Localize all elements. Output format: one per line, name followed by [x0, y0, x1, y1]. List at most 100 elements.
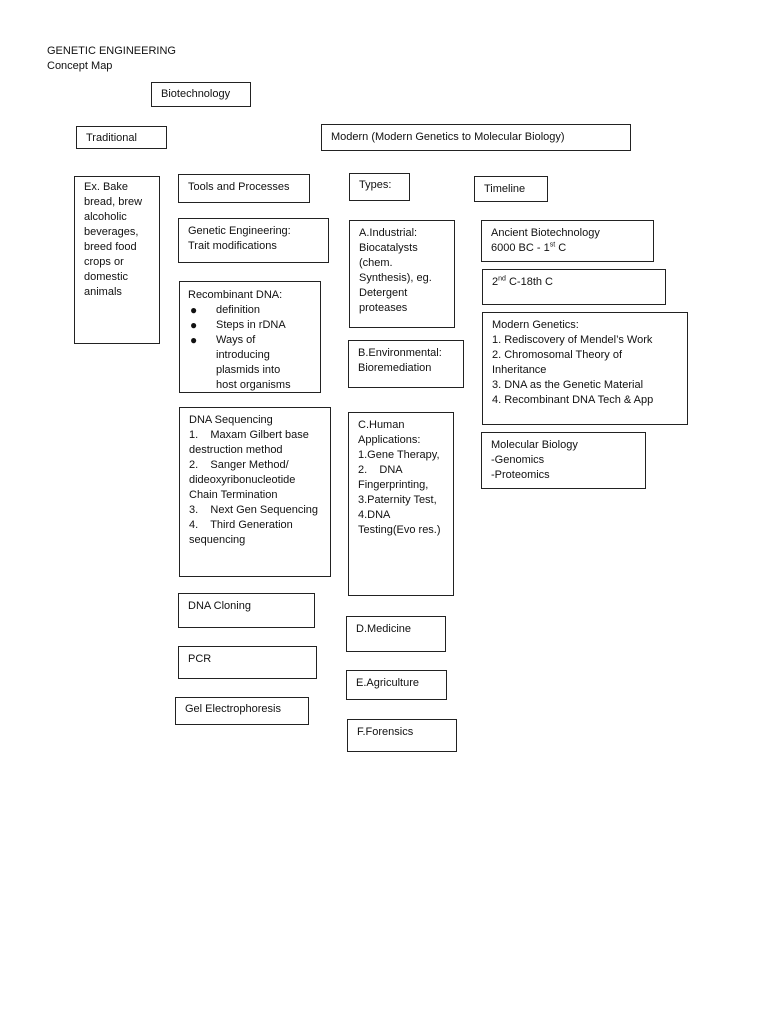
gel-electrophoresis-box: Gel Electrophoresis — [175, 697, 309, 725]
text-line: Chain Termination — [189, 489, 278, 501]
modern-box: Modern (Modern Genetics to Molecular Bio… — [321, 124, 631, 151]
text-line: Trait modifications — [188, 240, 277, 252]
pcr-box: PCR — [178, 646, 317, 679]
text-line: 4.DNA — [358, 509, 391, 521]
agriculture-box: E.Agriculture — [346, 670, 447, 700]
document-header: GENETIC ENGINEERING Concept Map — [47, 44, 176, 74]
bullet-item: ● Ways of — [188, 333, 312, 348]
molecular-biology-box: Molecular Biology -Genomics -Proteomics — [481, 432, 646, 489]
text-line: bread, brew — [84, 196, 143, 208]
recombinant-dna-box: Recombinant DNA: ● definition ● Steps in r… — [179, 281, 321, 393]
genetic-engineering-box: Genetic Engineering: Trait modifications — [178, 218, 329, 263]
bullet-item: ● definition — [188, 303, 312, 318]
text-line: Genetic Engineering: — [188, 225, 291, 237]
text-line: domestic — [84, 271, 129, 283]
text-line: Biocatalysts — [359, 242, 418, 254]
text-line: 6000 BC - 1st C — [491, 241, 645, 256]
box-label: F.Forensics — [357, 726, 414, 738]
text-line: beverages, — [84, 226, 139, 238]
text-line: Ex. Bake — [84, 181, 129, 193]
box-label: DNA Cloning — [188, 600, 251, 612]
text-line: crops or — [84, 256, 124, 268]
text-line: 1. Rediscovery of Mendel’s Work — [492, 334, 653, 346]
text-line: 1.Gene Therapy, — [358, 449, 440, 461]
box-label: D.Medicine — [356, 623, 412, 635]
bullet-text: Ways of — [216, 334, 256, 346]
text-line: Recombinant DNA: — [188, 289, 283, 301]
text-line: Testing(Evo res.) — [358, 524, 441, 536]
box-label: PCR — [188, 653, 212, 665]
text-line: -Proteomics — [491, 469, 550, 481]
text-line: 2. Sanger Method/ — [189, 459, 289, 471]
bullet-icon: ● — [190, 303, 198, 317]
text-line: Ancient Biotechnology — [491, 227, 600, 239]
box-label: E.Agriculture — [356, 677, 419, 689]
text-line: Detergent — [359, 287, 408, 299]
industrial-box: A.Industrial: Biocatalysts (chem. Synthe… — [349, 220, 455, 328]
text-line: DNA Sequencing — [189, 414, 273, 426]
root-biotechnology-box: Biotechnology — [151, 82, 251, 107]
text-line: Modern Genetics: — [492, 319, 579, 331]
text-line: Inheritance — [492, 364, 547, 376]
text-line: B.Environmental: — [358, 347, 442, 359]
document-subtitle: Concept Map — [47, 60, 113, 72]
text-line: 2nd C-18th C — [492, 275, 657, 290]
bullet-icon: ● — [190, 318, 198, 332]
text-line: animals — [84, 286, 122, 298]
text-line: C.Human — [358, 419, 405, 431]
types-box: Types: — [349, 173, 410, 201]
text-line: plasmids into — [216, 364, 281, 376]
text-line: Fingerprinting, — [358, 479, 429, 491]
bullet-item: ● Steps in rDNA — [188, 318, 312, 333]
dna-sequencing-box: DNA Sequencing 1. Maxam Gilbert base des… — [179, 407, 331, 577]
human-applications-box: C.Human Applications: 1.Gene Therapy, 2.… — [348, 412, 454, 596]
box-label: Biotechnology — [161, 88, 231, 100]
box-label: Types: — [359, 179, 392, 191]
traditional-box: Traditional — [76, 126, 167, 149]
environmental-box: B.Environmental: Bioremediation — [348, 340, 464, 388]
text-line: Applications: — [358, 434, 421, 446]
text-line: introducing — [216, 349, 270, 361]
bullet-icon: ● — [190, 333, 198, 347]
superscript: st — [549, 241, 556, 249]
text-line: 2. DNA — [358, 464, 403, 476]
timeline-box: Timeline — [474, 176, 548, 202]
dna-cloning-box: DNA Cloning — [178, 593, 315, 628]
box-label: Gel Electrophoresis — [185, 703, 281, 715]
text-line: Synthesis), eg. — [359, 272, 432, 284]
bullet-text: definition — [216, 304, 261, 316]
modern-genetics-box: Modern Genetics: 1. Rediscovery of Mende… — [482, 312, 688, 425]
superscript: nd — [498, 275, 506, 283]
text-line: (chem. — [359, 257, 393, 269]
text-part: C — [555, 242, 567, 254]
text-line: host organisms — [216, 379, 291, 391]
text-line: Molecular Biology — [491, 439, 578, 451]
text-line: 3.Paternity Test, — [358, 494, 437, 506]
text-part: 2 — [492, 276, 499, 288]
tools-processes-box: Tools and Processes — [178, 174, 310, 203]
text-line: sequencing — [189, 534, 246, 546]
text-line: Bioremediation — [358, 362, 432, 374]
text-line: 4. Third Generation — [189, 519, 293, 531]
ancient-biotechnology-box: Ancient Biotechnology 6000 BC - 1st C — [481, 220, 654, 262]
bullet-text: Steps in rDNA — [216, 319, 286, 331]
text-line: 3. Next Gen Sequencing — [189, 504, 319, 516]
text-line: A.Industrial: — [359, 227, 418, 239]
text-line: alcoholic — [84, 211, 127, 223]
text-part: C-18th C — [505, 276, 553, 288]
box-label: Tools and Processes — [188, 181, 290, 193]
text-line: 4. Recombinant DNA Tech & App — [492, 394, 654, 406]
text-line: 2. Chromosomal Theory of — [492, 349, 623, 361]
text-part: 6000 BC - 1 — [491, 242, 550, 254]
text-line: dideoxyribonucleotide — [189, 474, 296, 486]
box-label: Timeline — [484, 183, 526, 195]
document-title: GENETIC ENGINEERING — [47, 45, 176, 57]
box-label: Modern (Modern Genetics to Molecular Bio… — [331, 131, 565, 143]
text-line: breed food — [84, 241, 137, 253]
text-line: 1. Maxam Gilbert base — [189, 429, 309, 441]
middle-era-box: 2nd C-18th C — [482, 269, 666, 305]
medicine-box: D.Medicine — [346, 616, 446, 652]
traditional-example-box: Ex. Bake bread, brew alcoholic beverages… — [74, 176, 160, 344]
forensics-box: F.Forensics — [347, 719, 457, 752]
text-line: -Genomics — [491, 454, 545, 466]
